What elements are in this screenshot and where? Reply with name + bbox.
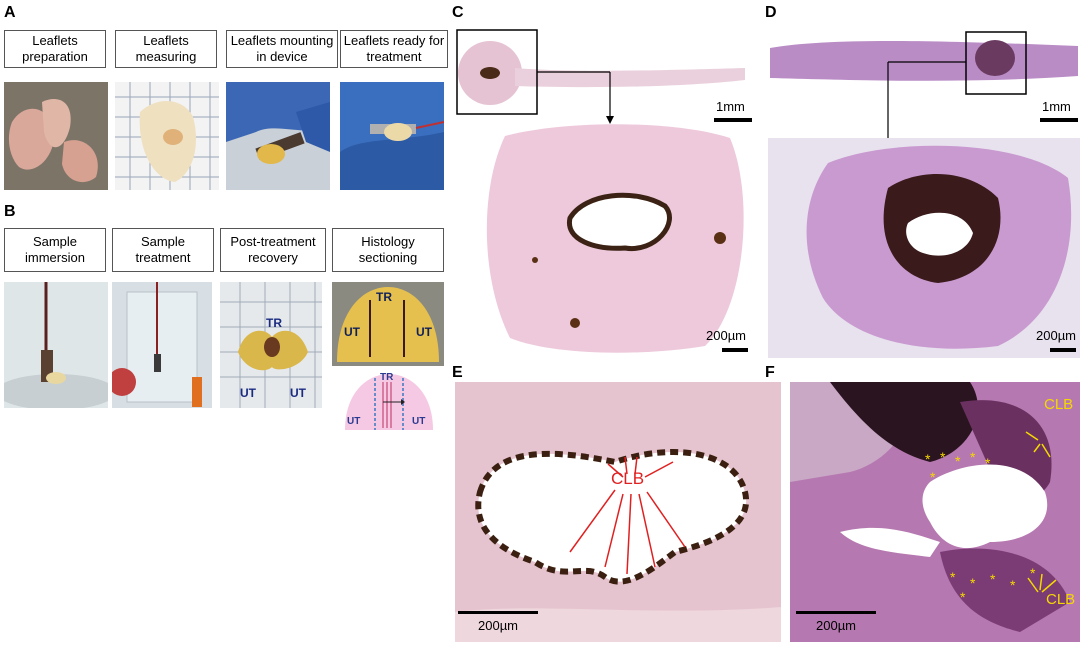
photo-histology-sectioning	[332, 282, 444, 366]
svg-text:*: *	[985, 455, 991, 471]
photo-leaflets-preparation	[4, 82, 108, 190]
svg-text:*: *	[1010, 577, 1016, 593]
step-sample-treatment: Sample treatment	[112, 228, 214, 272]
label-clb-e: CLB	[611, 469, 645, 488]
step-leaflets-measuring: Leaflets measuring	[115, 30, 217, 68]
step-leaflets-mounting: Leaflets mounting in device	[226, 30, 338, 68]
svg-text:*: *	[925, 451, 931, 467]
label-ut-diagram-right: UT	[412, 416, 426, 427]
scalebar-c-top-label: 1mm	[716, 99, 745, 114]
label-ut-section-left: UT	[344, 325, 360, 339]
step-leaflets-ready: Leaflets ready for treatment	[340, 30, 448, 68]
panel-label-b: B	[4, 203, 16, 220]
svg-text:*: *	[930, 469, 936, 485]
svg-text:*: *	[955, 453, 961, 469]
step-post-treatment-recovery: Post-treatment recovery	[220, 228, 326, 272]
svg-text:*: *	[970, 449, 976, 465]
scalebar-c-top	[714, 118, 752, 122]
svg-text:*: *	[960, 589, 966, 605]
panel-label-a: A	[4, 4, 16, 21]
label-clb-f-top: CLB	[1044, 396, 1074, 413]
panel-label-d: D	[765, 4, 777, 21]
photo-sample-treatment	[112, 282, 212, 408]
scalebar-f-label: 200µm	[816, 618, 857, 633]
panel-label-c: C	[452, 4, 464, 21]
panel-label-e: E	[452, 364, 463, 381]
scalebar-e	[458, 611, 538, 614]
scalebar-c-bottom-label: 200µm	[706, 328, 747, 343]
photo-sample-immersion	[4, 282, 108, 408]
photo-leaflets-ready	[340, 82, 444, 190]
label-ut-section-right: UT	[416, 325, 432, 339]
histology-image-e	[455, 382, 781, 642]
label-tr-section: TR	[376, 290, 392, 304]
step-leaflets-preparation: Leaflets preparation	[4, 30, 106, 68]
label-tr-diagram: TR	[380, 372, 394, 383]
step-histology-sectioning: Histology sectioning	[332, 228, 444, 272]
label-ut-recovery-right: UT	[290, 386, 306, 400]
label-clb-f-bottom: CLB	[1046, 591, 1076, 608]
photo-leaflets-mounting	[226, 82, 330, 190]
leaflet-diagram	[343, 372, 435, 432]
label-tr-recovery: TR	[266, 316, 282, 330]
histology-image-c	[455, 28, 755, 358]
label-ut-diagram-left: UT	[347, 416, 361, 427]
svg-text:*: *	[970, 575, 976, 591]
svg-text:*: *	[940, 449, 946, 465]
scalebar-e-label: 200µm	[478, 618, 519, 633]
step-sample-immersion: Sample immersion	[4, 228, 106, 272]
scalebar-d-top-label: 1mm	[1042, 99, 1071, 114]
label-ut-recovery-left: UT	[240, 386, 256, 400]
histology-image-d	[768, 28, 1080, 358]
histology-image-f: *** *** *** ***	[790, 382, 1080, 642]
scalebar-f	[796, 611, 876, 614]
photo-post-treatment-recovery	[220, 282, 322, 408]
svg-text:*: *	[950, 569, 956, 585]
svg-text:*: *	[1030, 565, 1036, 581]
scalebar-d-top	[1040, 118, 1078, 122]
svg-text:*: *	[990, 571, 996, 587]
scalebar-c-bottom	[722, 348, 748, 352]
panel-label-f: F	[765, 364, 775, 381]
scalebar-d-bottom-label: 200µm	[1036, 328, 1077, 343]
scalebar-d-bottom	[1050, 348, 1076, 352]
photo-leaflets-measuring	[115, 82, 219, 190]
